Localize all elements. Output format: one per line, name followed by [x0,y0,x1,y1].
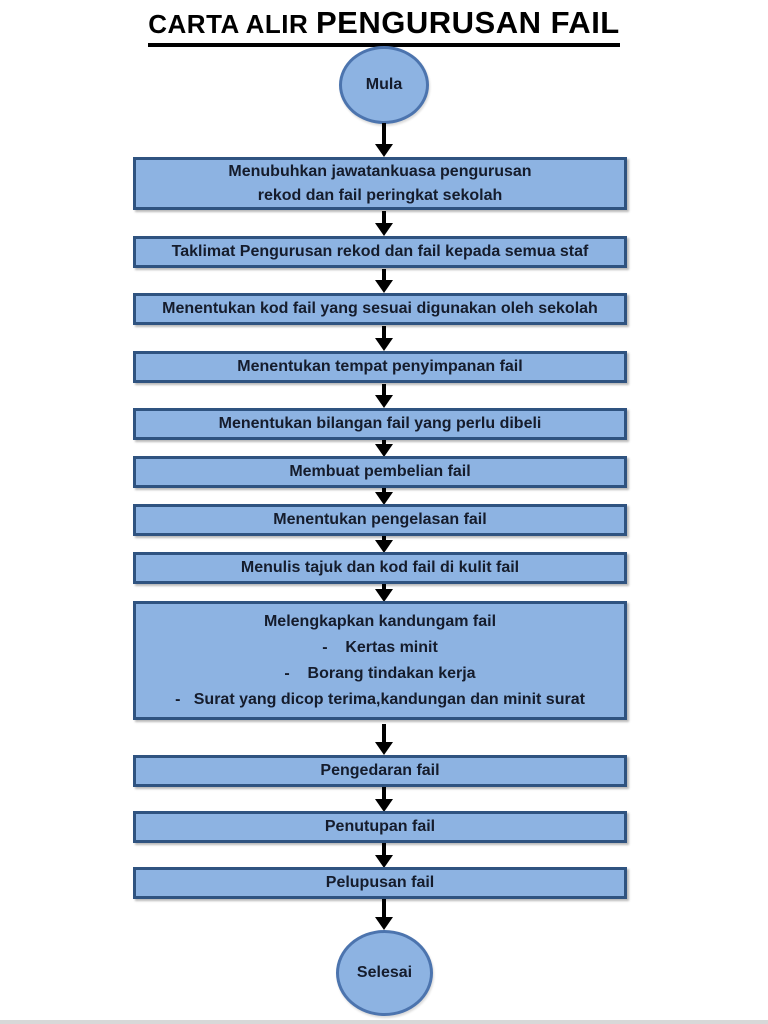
flow-arrow-down-icon [375,899,393,930]
flow-arrow-down-icon [375,584,393,602]
flow-arrow-down-icon [375,269,393,293]
arrow-shaft [382,488,386,492]
start-node: Mula [339,46,429,124]
step-8-menulis-tajuk: Menulis tajuk dan kod fail di kulit fail [133,552,627,584]
arrow-shaft [382,123,386,144]
arrow-head [375,917,393,930]
end-node-label: Selesai [356,964,413,981]
arrow-head [375,280,393,293]
flow-arrow-down-icon [375,787,393,812]
arrow-shaft [382,269,386,280]
flow-arrow-down-icon [375,440,393,457]
step-label: Pelupusan fail [325,874,435,891]
step-1-menubuhkan-jawatankuasa: Menubuhkan jawatankuasa pengurusan rekod… [133,157,627,210]
flow-arrow-down-icon [375,843,393,868]
step-bullet-item: - Surat yang dicop terima,kandungan dan … [175,690,585,708]
page-title-underline: CARTA ALIR PENGURUSAN FAIL [148,5,620,47]
page-title: CARTA ALIR PENGURUSAN FAIL [0,5,768,47]
step-label: Taklimat Pengurusan rekod dan fail kepad… [171,243,589,260]
arrow-shaft [382,211,386,223]
arrow-shaft [382,899,386,917]
flow-arrow-down-icon [375,123,393,157]
arrow-head [375,395,393,408]
arrow-shaft [382,724,386,742]
flow-arrow-down-icon [375,724,393,755]
flow-arrow-down-icon [375,211,393,236]
arrow-shaft [382,843,386,855]
flow-arrow-down-icon [375,536,393,553]
arrow-shaft [382,326,386,338]
arrow-head [375,338,393,351]
step-11-penutupan-fail: Penutupan fail [133,811,627,843]
page-bottom-edge [0,1020,768,1024]
step-label: Menentukan pengelasan fail [273,511,487,528]
step-label: Penutupan fail [324,818,436,835]
step-bullet-item: - Borang tindakan kerja [284,664,476,682]
arrow-shaft [382,440,386,444]
page-title-main: PENGURUSAN FAIL [316,5,620,40]
step-label-multiline: Melengkapkan kandungam fail - Kertas min… [136,609,624,713]
flow-arrow-down-icon [375,488,393,505]
step-5-bilangan-fail: Menentukan bilangan fail yang perlu dibe… [133,408,627,440]
arrow-shaft [382,536,386,540]
step-label: Melengkapkan kandungam fail [263,612,497,630]
arrow-head [375,223,393,236]
step-6-pembelian-fail: Membuat pembelian fail [133,456,627,488]
step-7-pengelasan-fail: Menentukan pengelasan fail [133,504,627,536]
page-title-prefix: CARTA ALIR [148,9,309,39]
arrow-head [375,492,393,505]
step-4-tempat-penyimpanan: Menentukan tempat penyimpanan fail [133,351,627,383]
arrow-shaft [382,584,386,589]
arrow-head [375,589,393,602]
arrow-head [375,540,393,553]
arrow-head [375,144,393,157]
arrow-head [375,444,393,457]
page-title-space [308,9,316,39]
flow-arrow-down-icon [375,326,393,351]
step-9-melengkapkan-kandungan: Melengkapkan kandungam fail - Kertas min… [133,601,627,720]
step-label: Menentukan kod fail yang sesuai digunaka… [162,300,598,317]
step-label: Pengedaran fail [320,762,440,779]
arrow-shaft [382,787,386,799]
step-label: Menulis tajuk dan kod fail di kulit fail [240,559,520,576]
step-label: Menentukan bilangan fail yang perlu dibe… [218,415,542,432]
step-2-taklimat: Taklimat Pengurusan rekod dan fail kepad… [133,236,627,268]
step-label: Menubuhkan jawatankuasa pengurusan rekod… [228,162,532,204]
step-12-pelupusan-fail: Pelupusan fail [133,867,627,899]
start-node-label: Mula [365,76,403,93]
step-label: Membuat pembelian fail [289,463,471,480]
step-label: Menentukan tempat penyimpanan fail [237,358,523,375]
arrow-head [375,855,393,868]
arrow-head [375,742,393,755]
flow-arrow-down-icon [375,384,393,408]
step-bullet-item: - Kertas minit [322,638,438,656]
arrow-shaft [382,384,386,395]
arrow-head [375,799,393,812]
step-3-menentukan-kod-fail: Menentukan kod fail yang sesuai digunaka… [133,293,627,325]
end-node: Selesai [336,930,433,1016]
step-10-pengedaran-fail: Pengedaran fail [133,755,627,787]
